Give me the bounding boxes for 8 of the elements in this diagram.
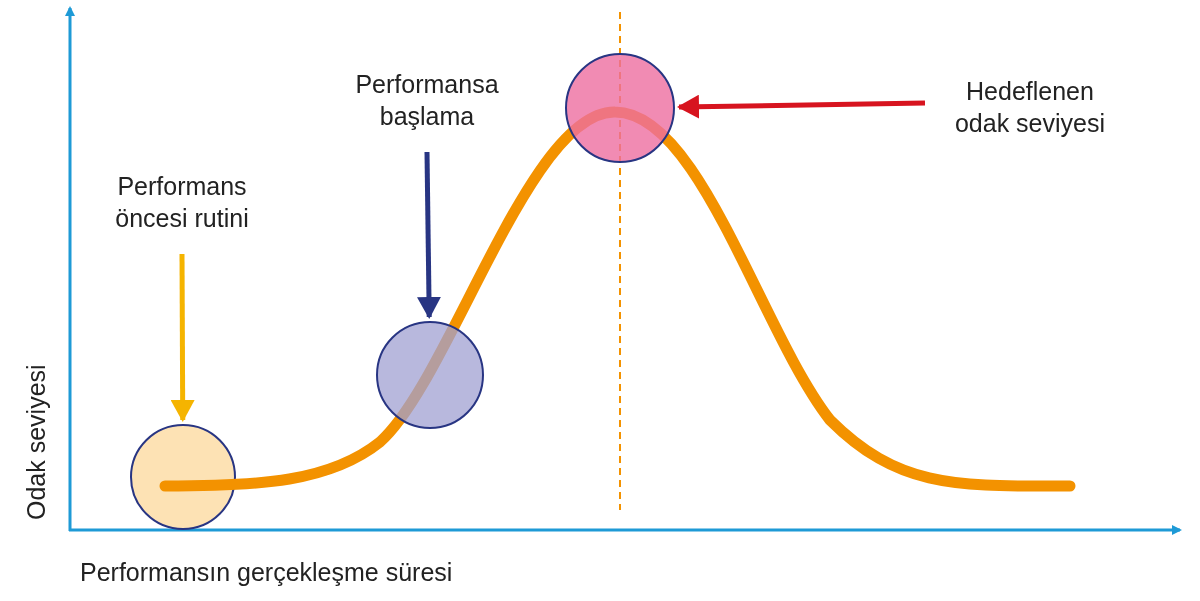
callout-text: Hedeflenen odak seviyesi bbox=[945, 75, 1115, 139]
callout-text: Performans öncesi rutini bbox=[82, 170, 282, 234]
callout-text: Performansa başlama bbox=[317, 68, 537, 132]
axis-label: Performansın gerçekleşme süresi bbox=[80, 558, 453, 587]
arrow bbox=[677, 94, 926, 119]
arrow bbox=[416, 151, 441, 319]
arrow bbox=[170, 254, 195, 422]
axis-label: Odak seviyesi bbox=[22, 364, 51, 520]
